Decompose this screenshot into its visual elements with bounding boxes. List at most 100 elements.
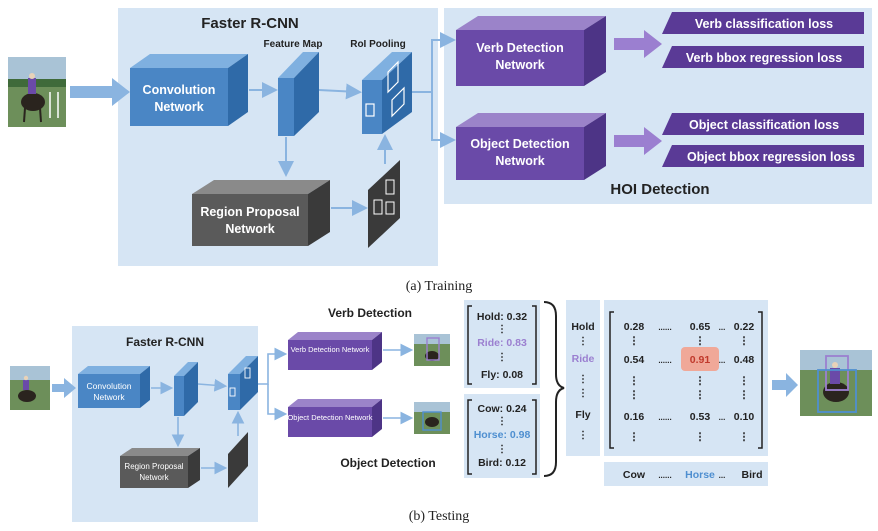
verb-score-ride: Ride: 0.83 — [477, 337, 527, 349]
faster-rcnn-panel-testing — [72, 326, 258, 522]
object-detection-network-box-testing — [288, 399, 382, 437]
verb-detection-label: Verb Detection — [328, 306, 412, 320]
proposals-slab-testing — [228, 432, 248, 488]
faster-rcnn-title-training: Faster R-CNN — [201, 15, 299, 32]
matrix-vdots-1-1: ⋮ — [695, 375, 706, 387]
input-image-training — [8, 57, 66, 127]
object-loss-arrow — [614, 127, 662, 155]
caption-training: (a) Training — [406, 279, 473, 294]
object-axis-panel — [604, 462, 768, 486]
matrix-left-bracket — [609, 311, 614, 449]
input-arrow-training — [70, 78, 130, 106]
verb-detection-thumbnail — [414, 334, 450, 366]
rpn-box-training — [192, 180, 330, 246]
verb-axis-vdots-1: ⋮ — [578, 336, 588, 347]
matrix-vdots-0-0: ⋮ — [629, 335, 640, 347]
combine-brace — [543, 301, 565, 477]
rpn-box-testing — [120, 448, 200, 488]
verb-loss-arrow — [614, 30, 662, 58]
detection-thumb-arrows — [383, 343, 414, 425]
matrix-vdots-2-0: ⋮ — [629, 431, 640, 443]
matrix-cell-0-0: 0.28 — [624, 321, 645, 333]
matrix-dots-2-0: ...... — [658, 413, 671, 422]
verb-score-hold: Hold: 0.32 — [477, 311, 527, 323]
rpn-label-line2: Network — [225, 222, 274, 236]
object-axis-horse: Horse — [685, 469, 715, 481]
matrix-cell-0-2: 0.22 — [734, 321, 755, 333]
proposals-slab-training — [368, 160, 400, 248]
matrix-dots-1-0: ...... — [658, 356, 671, 365]
matrix-vdots-0-2: ⋮ — [739, 335, 750, 347]
matrix-vdots-1-2: ⋮ — [739, 375, 750, 387]
verb-detection-network-box-testing — [288, 332, 382, 370]
matrix-dots-0-0: ...... — [658, 323, 671, 332]
output-image — [800, 350, 872, 416]
training-arrows — [249, 32, 456, 216]
object-axis-dots-1: ...... — [658, 471, 671, 480]
caption-testing: (b) Testing — [409, 509, 470, 524]
object-detection-network-box-training — [456, 113, 606, 180]
conv-network-label-line1: Convolution — [143, 83, 216, 97]
matrix-cell-1-0: 0.54 — [624, 354, 645, 366]
verb-detection-network-label-line1: Verb Detection — [476, 41, 564, 55]
matrix-cell-1-1: 0.91 — [690, 354, 711, 366]
matrix-right-bracket — [758, 311, 763, 449]
matrix-vdots-1-0: ⋮ — [629, 375, 640, 387]
object-detection-label: Object Detection — [340, 456, 435, 470]
verb-vdots-1: ⋮ — [497, 324, 507, 335]
object-axis-cow: Cow — [623, 469, 646, 481]
loss-object-classification: Object classification loss — [689, 118, 839, 132]
verb-axis-vdots-3: ⋮ — [578, 388, 588, 399]
verb-axis-vdots-4: ⋮ — [578, 430, 588, 441]
rpn-testing-line1: Region Proposal — [124, 462, 183, 471]
hoi-detection-label: HOI Detection — [610, 181, 709, 198]
output-arrow — [772, 373, 798, 397]
loss-object-bbox-regression: Object bbox regression loss — [687, 150, 855, 164]
verb-vector-left-bracket — [467, 305, 472, 385]
rpn-testing-line2: Network — [139, 473, 169, 482]
verb-scores-panel — [464, 300, 540, 388]
feature-map-training — [278, 52, 319, 136]
matrix-vdots-2-1: ⋮ — [695, 431, 706, 443]
object-vector-left-bracket — [467, 399, 472, 475]
object-score-cow: Cow: 0.24 — [477, 403, 526, 415]
faster-rcnn-title-testing: Faster R-CNN — [126, 335, 204, 349]
roi-pooling-testing — [228, 356, 258, 410]
testing-arrows — [151, 347, 288, 475]
verb-score-fly: Fly: 0.08 — [481, 369, 523, 381]
verb-axis-fly: Fly — [575, 409, 590, 421]
loss-verb-bbox-regression: Verb bbox regression loss — [686, 51, 842, 65]
verb-detection-network-testing: Verb Detection Network — [291, 345, 370, 354]
matrix-cell-2-2: 0.10 — [734, 411, 755, 423]
input-image-testing — [10, 366, 50, 410]
rpn-label-line1: Region Proposal — [200, 205, 299, 219]
feature-map-testing — [174, 362, 198, 416]
matrix-cell-0-1: 0.65 — [690, 321, 711, 333]
conv-network-label-line2: Network — [154, 100, 203, 114]
object-vdots-2: ⋮ — [497, 444, 507, 455]
verb-axis-ride: Ride — [572, 353, 595, 365]
roi-pooling-label: RoI Pooling — [350, 39, 406, 50]
conv-network-box-testing — [78, 366, 150, 408]
conv-network-testing-line2: Network — [93, 392, 125, 402]
roi-pooling-training — [362, 52, 412, 134]
verb-axis-vdots-2: ⋮ — [578, 374, 588, 385]
matrix-cell-2-1: 0.53 — [690, 411, 711, 423]
conv-network-box-training — [130, 54, 248, 126]
loss-tags — [662, 12, 864, 167]
matrix-vdots-2-2: ⋮ — [739, 431, 750, 443]
matrix-highlight-cell — [681, 347, 719, 371]
matrix-vdots-1b-2: ⋮ — [739, 389, 750, 401]
verb-axis-hold: Hold — [571, 321, 594, 333]
object-axis-dots-2: ... — [719, 471, 726, 480]
object-scores-panel — [464, 394, 540, 478]
object-detection-network-testing: Object Detection Network — [287, 413, 372, 422]
object-detection-network-label-line2: Network — [495, 154, 544, 168]
conv-network-testing-line1: Convolution — [87, 381, 132, 391]
matrix-vdots-0-1: ⋮ — [695, 335, 706, 347]
matrix-dots-0-1: ... — [719, 323, 726, 332]
verb-axis-panel — [566, 300, 600, 456]
matrix-vdots-1b-0: ⋮ — [629, 389, 640, 401]
score-matrix-panel — [604, 300, 768, 456]
